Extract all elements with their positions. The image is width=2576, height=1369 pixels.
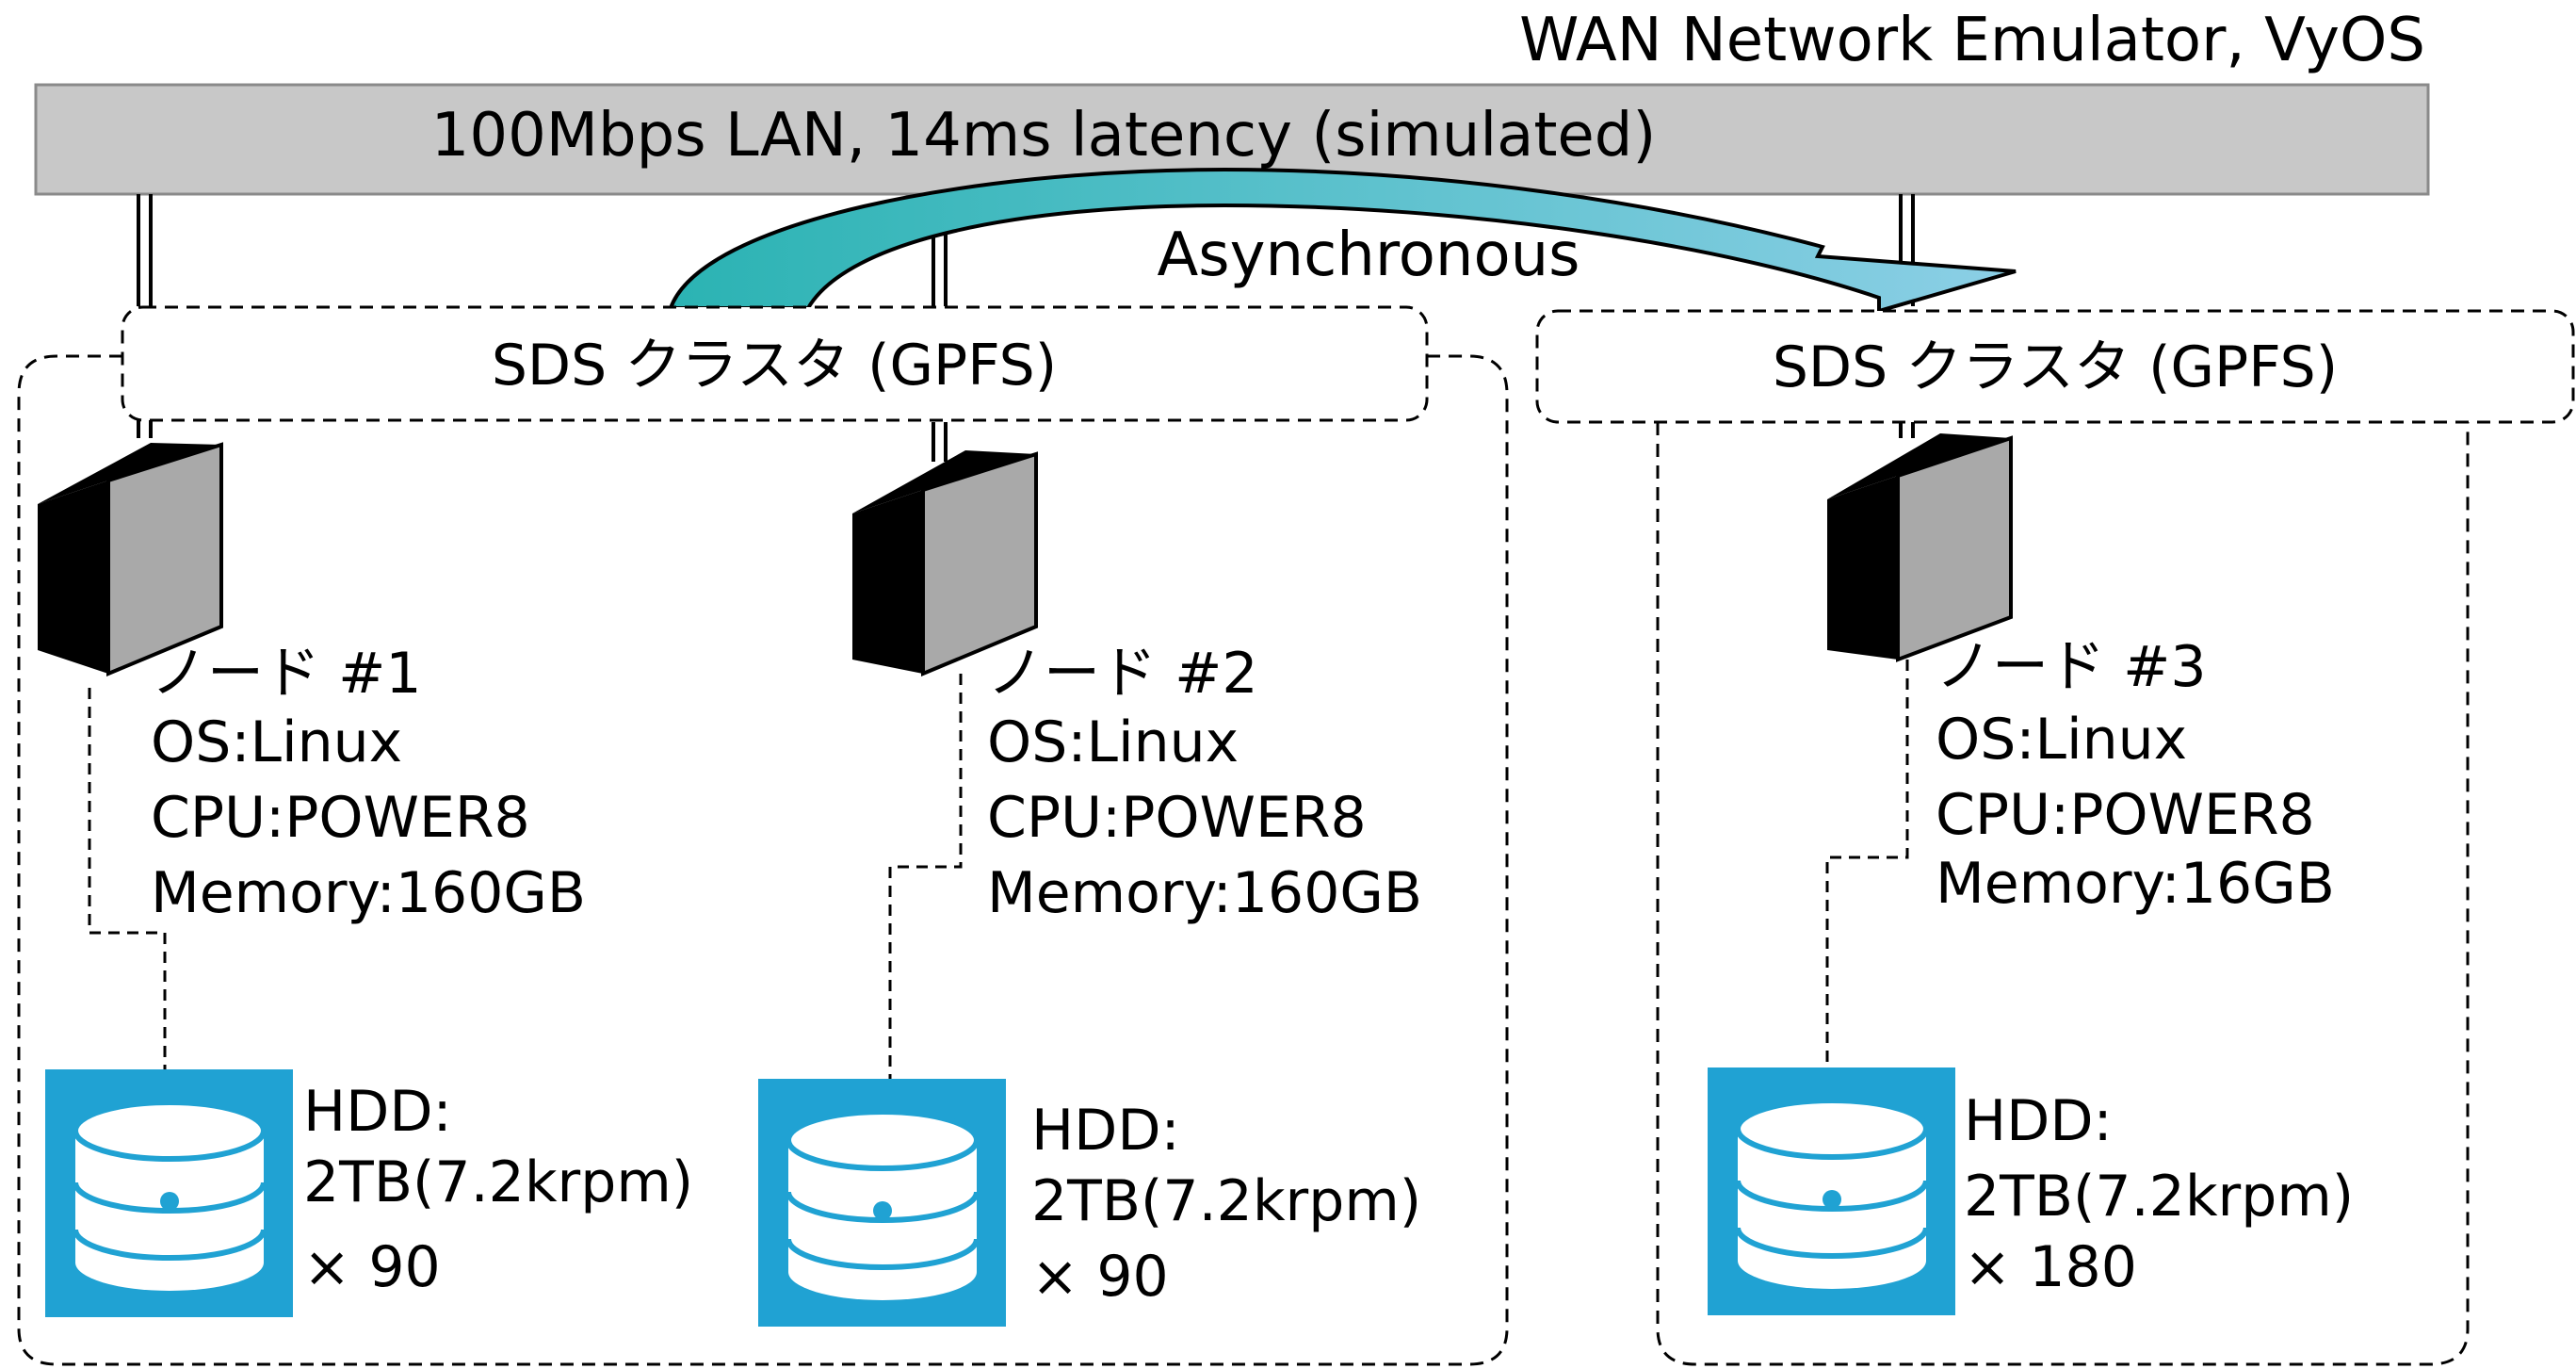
cluster-header-1 [121, 305, 1429, 422]
cluster-label-2: SDS クラスタ (GPFS) [1773, 334, 2338, 400]
hdd-spec-3: 2TB(7.2krpm) [1964, 1164, 2354, 1230]
async-label: Asynchronous [1158, 220, 1580, 290]
cluster-region-2 [1656, 422, 2470, 1366]
hdd-icon-1 [45, 1069, 293, 1317]
node-os-2: OS:Linux [987, 709, 1239, 775]
node-memory-3: Memory:16GB [1936, 851, 2335, 917]
node-name-3: ノード #3 [1936, 634, 2207, 700]
node-memory-2: Memory:160GB [987, 860, 1422, 926]
node-os-1: OS:Linux [151, 709, 402, 775]
lan-label: 100Mbps LAN, 14ms latency (simulated) [431, 101, 1657, 171]
network-cables [137, 194, 1915, 462]
hdd-count-1: × 90 [303, 1234, 441, 1300]
node-os-3: OS:Linux [1936, 707, 2187, 773]
hdd-icon-2 [758, 1079, 1006, 1327]
node-cpu-2: CPU:POWER8 [987, 785, 1367, 851]
hdd-title-2: HDD: [1031, 1098, 1180, 1164]
server-icon-3 [1827, 433, 2013, 662]
hdd-count-2: × 90 [1031, 1244, 1169, 1310]
node-name-2: ノード #2 [987, 641, 1258, 707]
cluster-label-1: SDS クラスタ (GPFS) [492, 333, 1057, 399]
hdd-title-1: HDD: [303, 1079, 452, 1145]
node-name-1: ノード #1 [151, 641, 422, 707]
node-hdd-link-3 [1825, 660, 1909, 1065]
node-hdd-link-2 [888, 674, 963, 1079]
node-hdd-link-1 [88, 688, 167, 1069]
cluster-region-1 [17, 354, 1509, 1366]
server-icon-2 [852, 450, 1038, 676]
cluster-header-2 [1535, 309, 2575, 424]
hdd-count-3: × 180 [1964, 1234, 2137, 1300]
node-cpu-3: CPU:POWER8 [1936, 782, 2315, 848]
wan-label: WAN Network Emulator, VyOS [1519, 6, 2425, 75]
node-cpu-1: CPU:POWER8 [151, 785, 530, 851]
hdd-icon-3 [1708, 1067, 1955, 1315]
hdd-spec-1: 2TB(7.2krpm) [303, 1149, 693, 1215]
hdd-spec-2: 2TB(7.2krpm) [1031, 1168, 1421, 1234]
hdd-title-3: HDD: [1964, 1088, 2113, 1154]
async-replication-arrow [668, 167, 2017, 314]
server-icon-1 [38, 442, 223, 676]
node-memory-1: Memory:160GB [151, 860, 586, 926]
